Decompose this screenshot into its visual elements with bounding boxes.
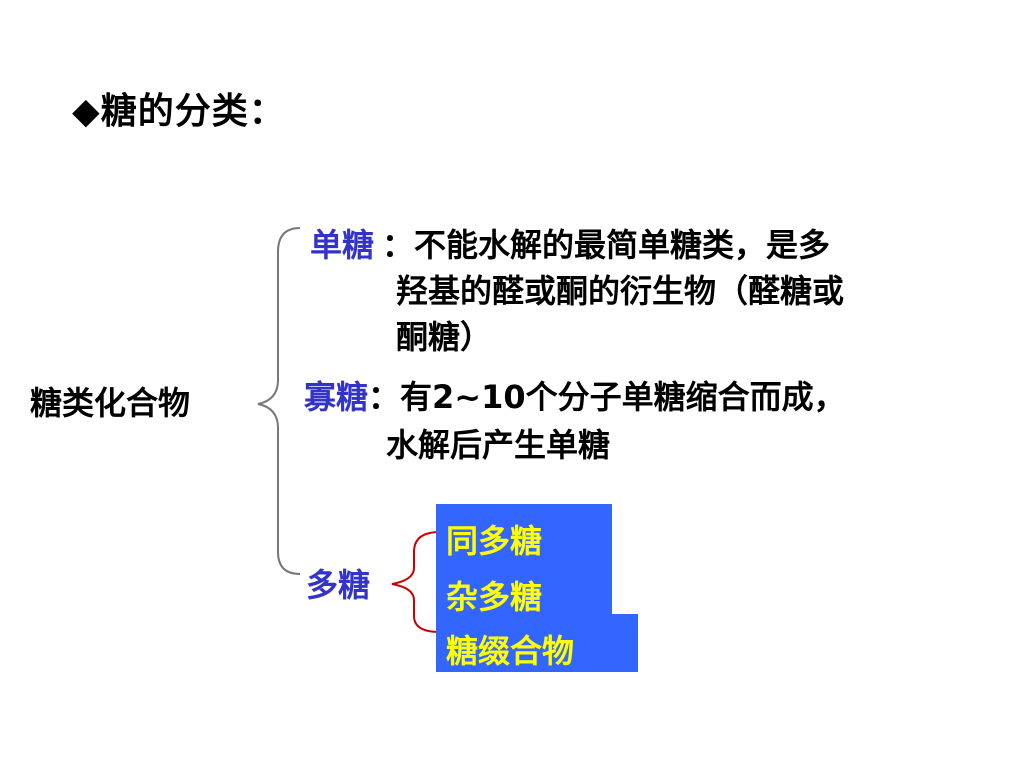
poly-item-hetero: 杂多糖 [446,578,543,616]
mono-sep: ： [382,226,415,264]
oligo-line1: 有2~10个分子单糖缩合而成， [400,378,846,416]
poly-term: 多糖 [306,566,371,604]
mono-line3: 酮糖） [396,318,493,356]
oligo-term: 寡糖 [304,378,369,416]
poly-item-homo: 同多糖 [446,522,543,560]
poly-box-2 [436,566,612,622]
mono-line2: 羟基的醛或酮的衍生物（醛糖或 [396,272,845,310]
oligo-row: 寡糖：有2~10个分子单糖缩合而成， [304,372,846,418]
main-brace [257,227,301,575]
root-label: 糖类化合物 [30,384,191,422]
mono-term: 单糖 [310,226,375,264]
mono-line1: 不能水解的最简单糖类，是多 [414,226,831,264]
poly-brace [391,531,441,633]
poly-box-3 [436,614,638,672]
oligo-sep: ： [368,378,401,416]
diamond-bullet-icon: ◆ [72,91,101,132]
slide-title: ◆糖的分类： [72,82,286,134]
poly-box-1 [436,504,612,566]
oligo-line2: 水解后产生单糖 [386,426,611,464]
poly-item-conjugate: 糖缀合物 [446,632,575,670]
mono-row: 单糖：不能水解的最简单糖类，是多 [310,220,830,266]
title-text: 糖的分类： [100,91,286,132]
